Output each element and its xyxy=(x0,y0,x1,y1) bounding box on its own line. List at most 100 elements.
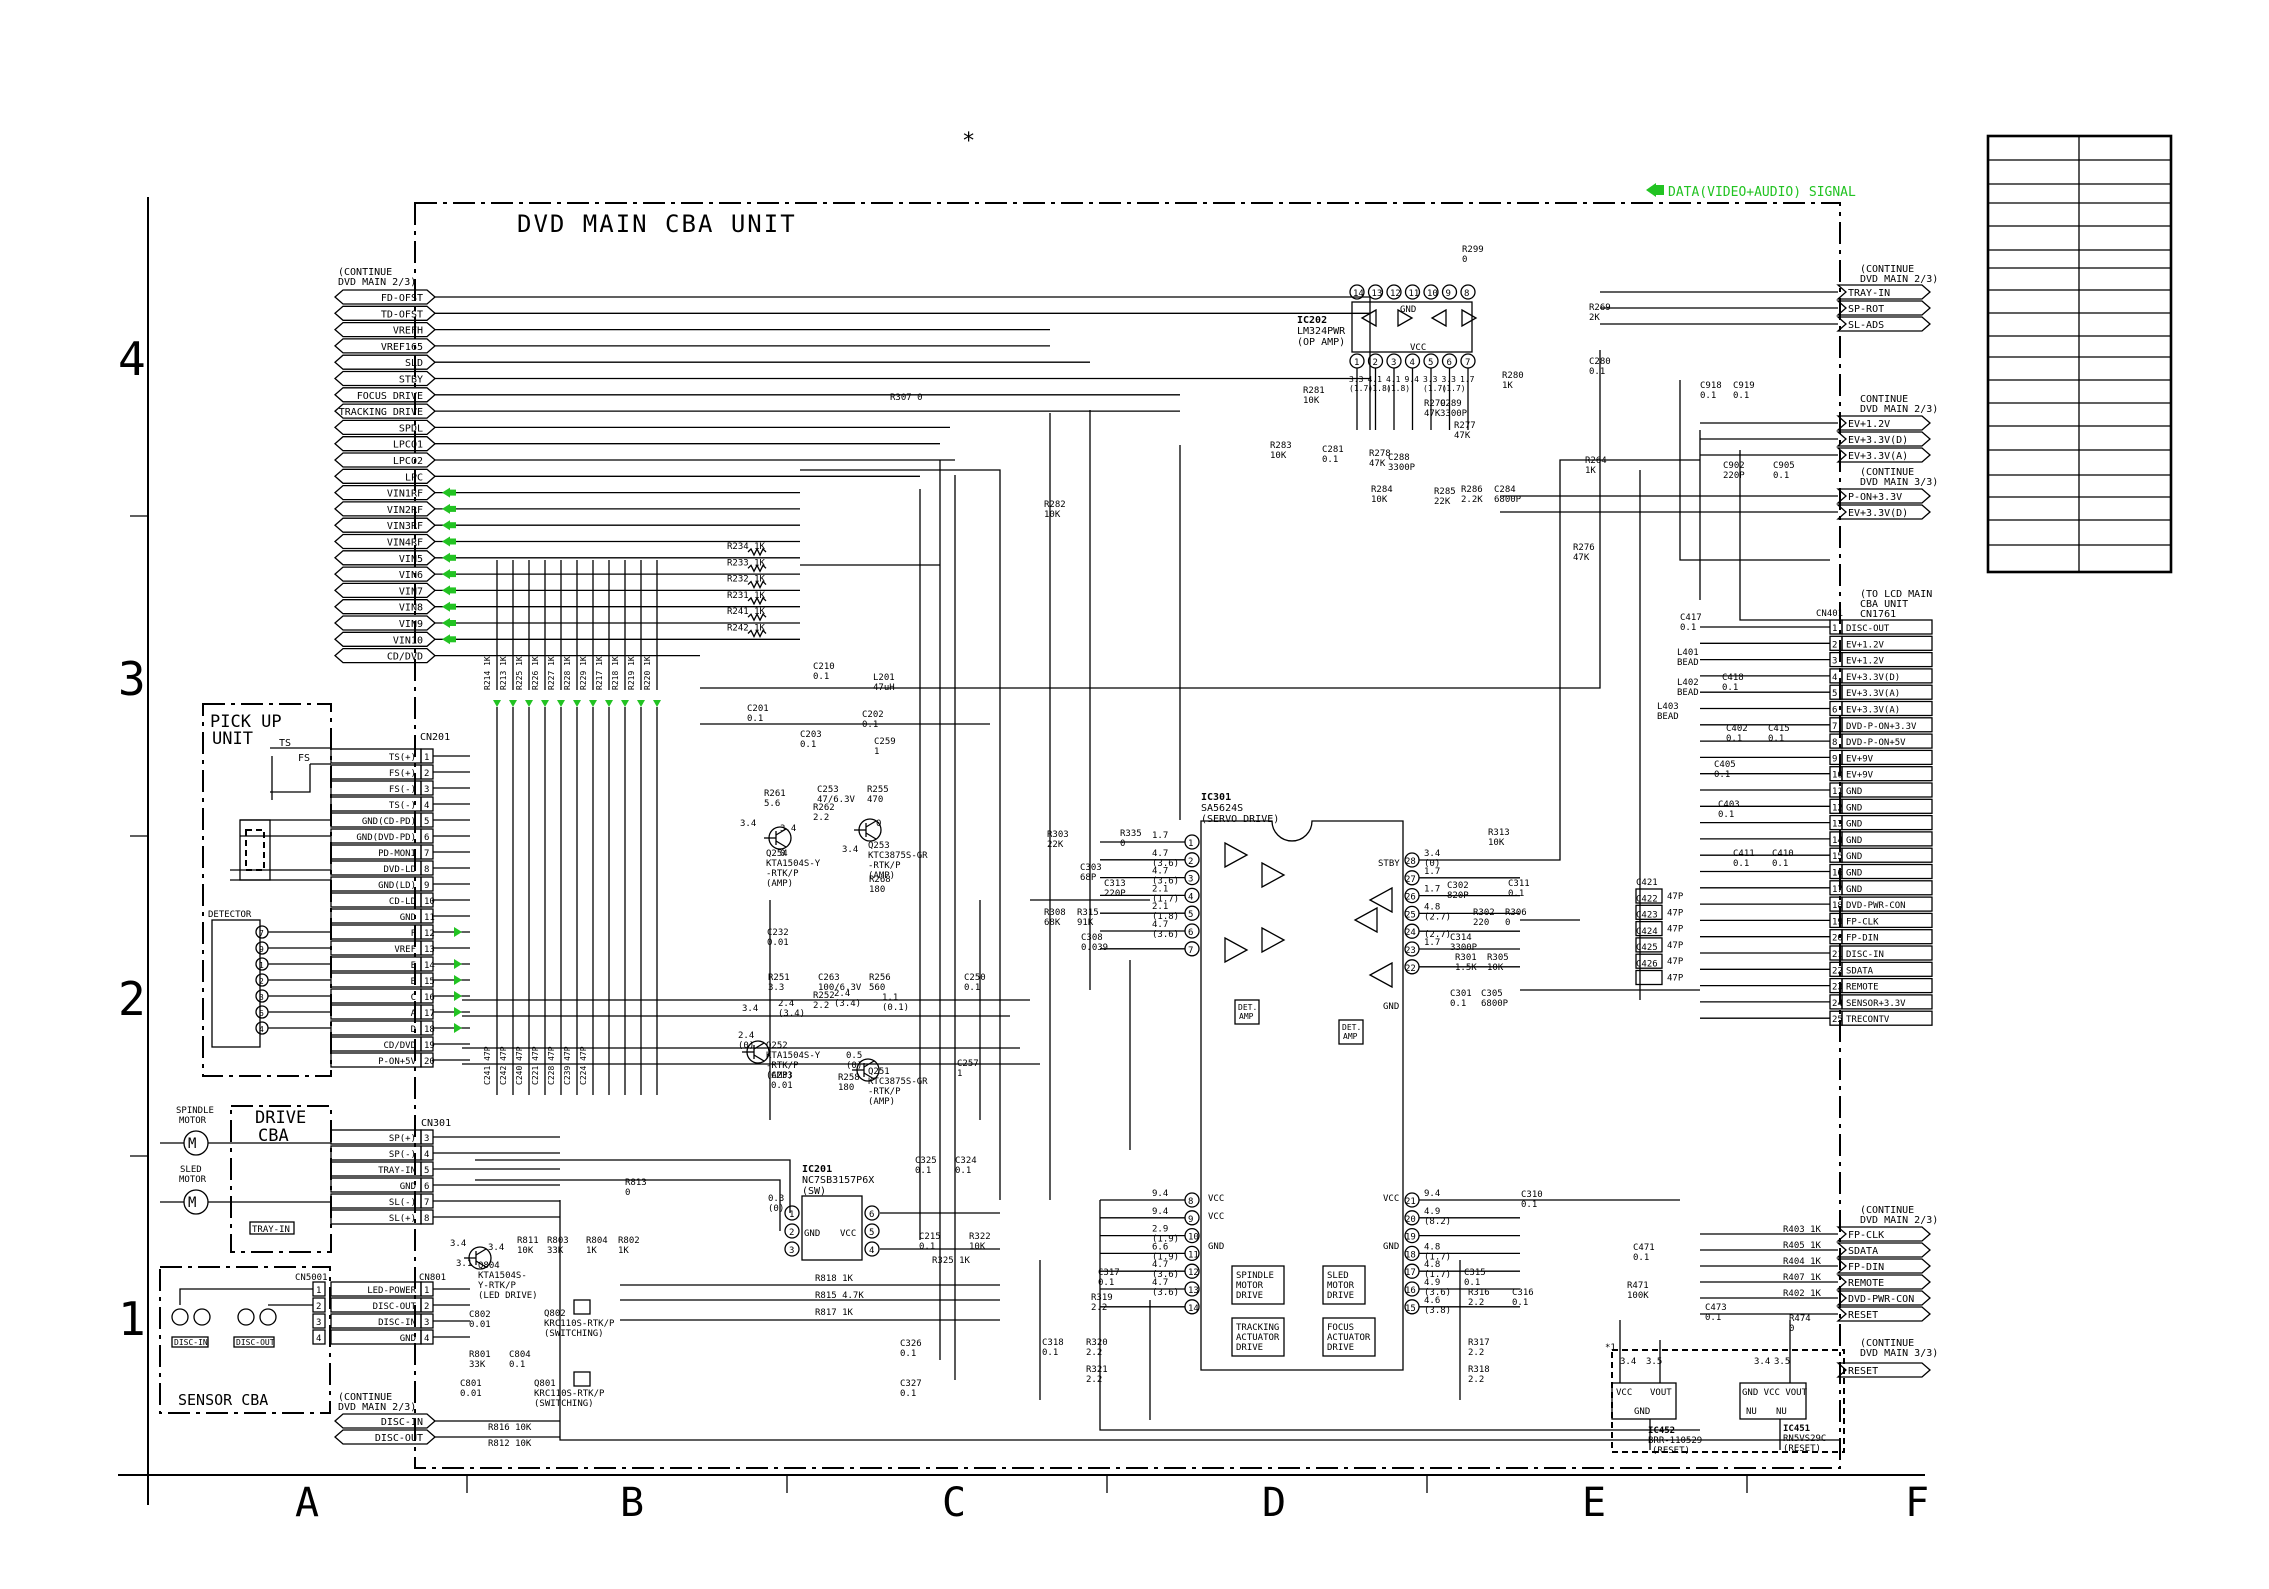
ic301-pin-r: 27 xyxy=(1405,875,1416,885)
comp-c313: C313 xyxy=(1104,879,1126,889)
ic301-volt-r: 1.7 xyxy=(1424,885,1440,895)
drive-pin-num: 4 xyxy=(424,1150,429,1160)
comp-c303-value: 68P xyxy=(1080,873,1097,883)
ic202-vcc: VCC xyxy=(1410,343,1426,353)
comp-r284-value: 10K xyxy=(1371,495,1388,505)
ic301-pin-r: 20 xyxy=(1405,1215,1416,1225)
comp-r255-value: 470 xyxy=(867,795,883,805)
comp-c232-value: 0.01 xyxy=(767,938,789,948)
resistor-r241: R241 1K xyxy=(727,607,766,617)
comp-r306-value: 0 xyxy=(1505,918,1510,928)
ic202-volt2: (1.7) xyxy=(1442,384,1466,393)
volt: (3.4) xyxy=(778,1009,805,1019)
ic202-volt2: (1.8) xyxy=(1386,384,1410,393)
comp-c305: C305 xyxy=(1481,989,1503,999)
rbot-signal-fp-din: FP-DIN xyxy=(1848,1262,1884,1273)
comp-c317-value: 0.1 xyxy=(1098,1278,1114,1288)
svg-text:GND: GND xyxy=(1634,1407,1650,1417)
left-signal-vin7: VIN7 xyxy=(399,586,423,597)
volt: 3.5 xyxy=(1646,1357,1662,1367)
comp-r801: R801 xyxy=(469,1350,491,1360)
ic201-part: NC7SB3157P6X xyxy=(802,1175,874,1186)
comp-c905: C905 xyxy=(1773,461,1795,471)
cn401-pin-21: DISC-IN xyxy=(1846,950,1884,960)
cn401-pin-num: 15 xyxy=(1832,852,1843,862)
sensor-pin-num: 3 xyxy=(424,1318,429,1328)
q254-icon xyxy=(768,826,792,850)
comp-c424-value: 47P xyxy=(1667,941,1684,951)
ic202-desc: (OP AMP) xyxy=(1297,337,1345,348)
cn401-pin-num: 12 xyxy=(1832,803,1843,813)
q254-label: Q254 xyxy=(766,849,788,859)
rpwr-signal2: EV+3.3V(D) xyxy=(1848,508,1908,519)
comp-r302-value: 220 xyxy=(1473,918,1489,928)
sensor-pin-num-l: 3 xyxy=(316,1318,321,1328)
resistor-r214: R214 1K xyxy=(483,656,492,690)
q802-icon xyxy=(573,1299,591,1315)
pickup-pin-11: GND xyxy=(400,913,416,923)
detector-label: DETECTOR xyxy=(208,910,252,920)
svg-text:NU: NU xyxy=(1746,1407,1757,1417)
cn401-pin-num: 21 xyxy=(1832,950,1843,960)
ts-label: TS xyxy=(279,738,291,749)
cn401-pin-18: DVD-PWR-CON xyxy=(1846,901,1906,911)
left-signal-vrefh: VREFH xyxy=(393,326,423,337)
cn401-pin-num: 11 xyxy=(1832,787,1843,797)
rbot-reset: RESET xyxy=(1848,1366,1878,1377)
comp-r319: R319 xyxy=(1091,1293,1113,1303)
ic202-volt: 4.1 xyxy=(1368,375,1383,384)
comp-l403: L403 xyxy=(1657,702,1679,712)
bottom-connector: (CONTINUE DVD MAIN 2/3) R816 10K R812 10… xyxy=(338,1392,532,1449)
green-arrow xyxy=(442,487,450,498)
q801-icon xyxy=(573,1371,591,1387)
ic301-volt-r: 9.4 xyxy=(1424,1189,1440,1199)
comp-c202: C202 xyxy=(862,710,884,720)
volt: 3.4 xyxy=(450,1239,466,1249)
rbot-signal-remote: REMOTE xyxy=(1848,1278,1884,1289)
resistor-r228: R228 1K xyxy=(563,656,572,690)
resistor-r227: R227 1K xyxy=(547,656,556,690)
ic301-name: IC301 xyxy=(1201,792,1231,803)
comp-c310-value: 0.1 xyxy=(1521,1200,1537,1210)
rtop-continue2: DVD MAIN 2/3) xyxy=(1860,274,1938,285)
signal-legend: DATA(VIDEO+AUDIO) SIGNAL xyxy=(1646,183,1856,200)
comp-c303: C303 xyxy=(1080,863,1102,873)
comp-c284-value: 6800P xyxy=(1494,495,1522,505)
rpwr-continue2: DVD MAIN 2/3) xyxy=(1860,404,1938,415)
comp-c415: C415 xyxy=(1768,724,1790,734)
ic301-vcc-r: VCC xyxy=(1383,1194,1399,1204)
ic301-pin-l: 9 xyxy=(1188,1215,1193,1225)
ic201-gnd: GND xyxy=(804,1229,820,1239)
left-signal-vin9: VIN9 xyxy=(399,619,423,630)
comp-l401: L401 xyxy=(1677,648,1699,658)
ic301-servo-drive: IC301 SA5624S (SERVO DRIVE) STBY GND VCC… xyxy=(1200,792,1404,1371)
q252-label: -RTK/P xyxy=(766,1061,799,1071)
ic202-volt2: (1.8) xyxy=(1368,384,1392,393)
comp-r307: R307 0 xyxy=(890,393,923,403)
cap-c242: C242 47P xyxy=(499,1046,508,1085)
rbot-continue3: (CONTINUE xyxy=(1860,1338,1914,1349)
grid-row-label: 3 xyxy=(118,652,146,706)
volt: 0 xyxy=(780,849,785,859)
comp-r281: R281 xyxy=(1303,386,1325,396)
sensor-pin-num-l: 1 xyxy=(316,1286,321,1296)
cn401-pin-25: TRECONTV xyxy=(1846,1015,1890,1025)
pickup-pin-10: CD-LD xyxy=(389,897,416,907)
ic301-volt-r: 4.9 xyxy=(1424,1207,1440,1217)
comp-r286: R286 xyxy=(1461,485,1483,495)
sensor-pin-num: 2 xyxy=(424,1302,429,1312)
comp-c423-value: 47P xyxy=(1667,925,1684,935)
drive-title1: DRIVE xyxy=(255,1108,306,1128)
comp-c263-value: 100/6.3V xyxy=(818,983,862,993)
comp-r813: R813 xyxy=(625,1178,647,1188)
green-arrow xyxy=(442,552,450,563)
drive-pin-num: 8 xyxy=(424,1214,429,1224)
ic452-name: IC452 xyxy=(1648,1426,1675,1436)
pickup-pin-7: PD-MONI xyxy=(378,849,416,859)
cn401-title1: (TO LCD MAIN xyxy=(1860,589,1932,600)
green-arrow xyxy=(442,569,450,580)
ic201-volt2: (0) xyxy=(768,1204,784,1214)
pickup-pin-16: C xyxy=(411,993,416,1003)
